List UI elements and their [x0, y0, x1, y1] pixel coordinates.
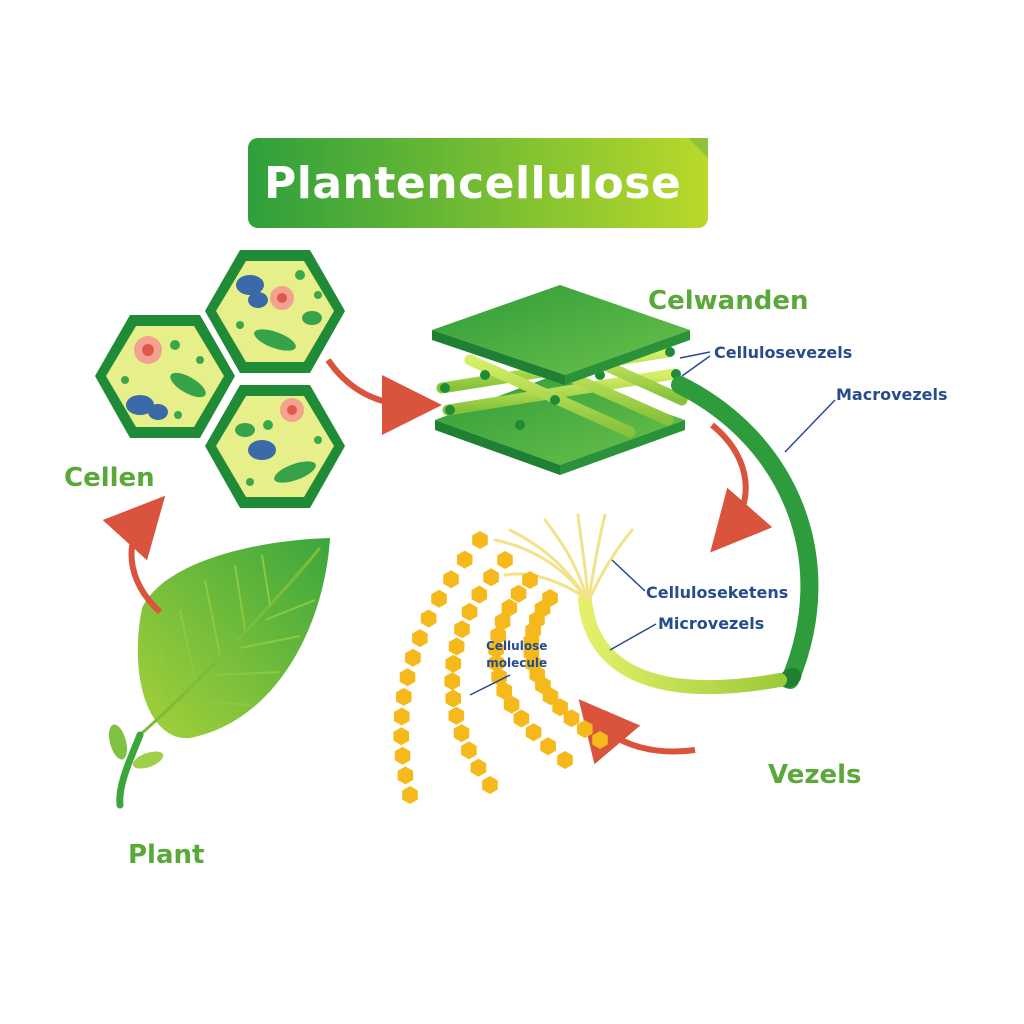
glucose-unit [393, 707, 410, 726]
label-cell-walls: Celwanden [648, 286, 809, 316]
glucose-unit [412, 629, 428, 648]
glucose-unit [501, 598, 518, 617]
label-macrofibers: Macrovezels [836, 385, 948, 404]
glucose-unit [444, 672, 460, 691]
arrow-fibers-to-molecule [578, 699, 696, 765]
glucose-unit [522, 571, 538, 589]
label-fibers: Vezels [768, 760, 862, 790]
glucose-unit [482, 776, 498, 794]
glucose-unit [577, 720, 593, 739]
label-cellulose-chains: Celluloseketens [646, 583, 789, 602]
glucose-unit [542, 687, 559, 706]
cells-illustration [95, 250, 345, 508]
title-banner-shape [248, 138, 708, 228]
glucose-unit [563, 709, 580, 728]
glucose-unit [472, 531, 488, 549]
microfiber-band [578, 593, 787, 694]
glucose-unit [396, 687, 412, 706]
glucose-unit [399, 668, 416, 687]
cellulose-molecule-chains [393, 531, 608, 804]
title-banner: Plantencellulose [248, 138, 708, 228]
label-cellulose-fibers: Cellulosevezels [714, 343, 853, 362]
glucose-unit [510, 584, 527, 603]
label-cellulose-molecule: Cellulose molecule [486, 638, 547, 672]
glucose-unit [445, 654, 462, 673]
cell-hexagon [205, 385, 345, 508]
arrow-walls-to-fibers [710, 422, 773, 553]
label-plant: Plant [128, 840, 205, 870]
glucose-unit [405, 648, 421, 667]
glucose-unit [540, 737, 556, 756]
glucose-unit [525, 723, 542, 742]
label-microfibers: Microvezels [658, 614, 765, 633]
glucose-unit [461, 602, 478, 621]
glucose-unit [402, 786, 418, 804]
glucose-unit [483, 568, 499, 587]
macrofiber-band [671, 376, 819, 689]
glucose-unit [496, 681, 512, 700]
glucose-unit [448, 637, 465, 656]
cell-walls-illustration [432, 285, 690, 475]
cell-wall-top-plate [432, 285, 690, 385]
glucose-unit [491, 667, 507, 686]
glucose-unit [552, 698, 568, 717]
glucose-unit [431, 589, 447, 608]
glucose-unit [592, 731, 608, 749]
glucose-unit [420, 609, 437, 628]
cell-hexagon [205, 250, 345, 373]
glucose-unit [456, 550, 473, 569]
glucose-unit [490, 626, 506, 645]
glucose-unit [557, 751, 573, 769]
label-cells: Cellen [64, 463, 155, 493]
cellulose-chains-strands [493, 513, 634, 600]
cell-hexagon [95, 315, 235, 438]
glucose-unit [471, 585, 488, 604]
glucose-unit [397, 766, 414, 785]
label-cellulose-molecule-line1: Cellulose [486, 639, 548, 653]
glucose-unit [488, 654, 505, 673]
glucose-unit [453, 724, 470, 743]
glucose-unit [488, 640, 504, 659]
page-title: Plantencellulose [264, 157, 682, 209]
glucose-unit [513, 709, 530, 728]
glucose-unit [443, 570, 459, 589]
glucose-unit [454, 620, 470, 639]
glucose-unit [448, 706, 465, 725]
glucose-unit [503, 695, 520, 714]
glucose-unit [494, 612, 511, 631]
glucose-unit [497, 551, 513, 569]
glucose-unit [461, 741, 477, 760]
leader-lines [469, 351, 836, 696]
label-cellulose-molecule-line2: molecule [486, 656, 548, 670]
glucose-unit [393, 727, 410, 746]
arrow-cells-to-walls [325, 358, 442, 435]
arrow-plant-to-cells [102, 495, 166, 615]
glucose-unit [394, 746, 411, 765]
plant-leaf-illustration [108, 538, 330, 809]
glucose-unit [470, 758, 487, 777]
glucose-unit [445, 689, 461, 708]
